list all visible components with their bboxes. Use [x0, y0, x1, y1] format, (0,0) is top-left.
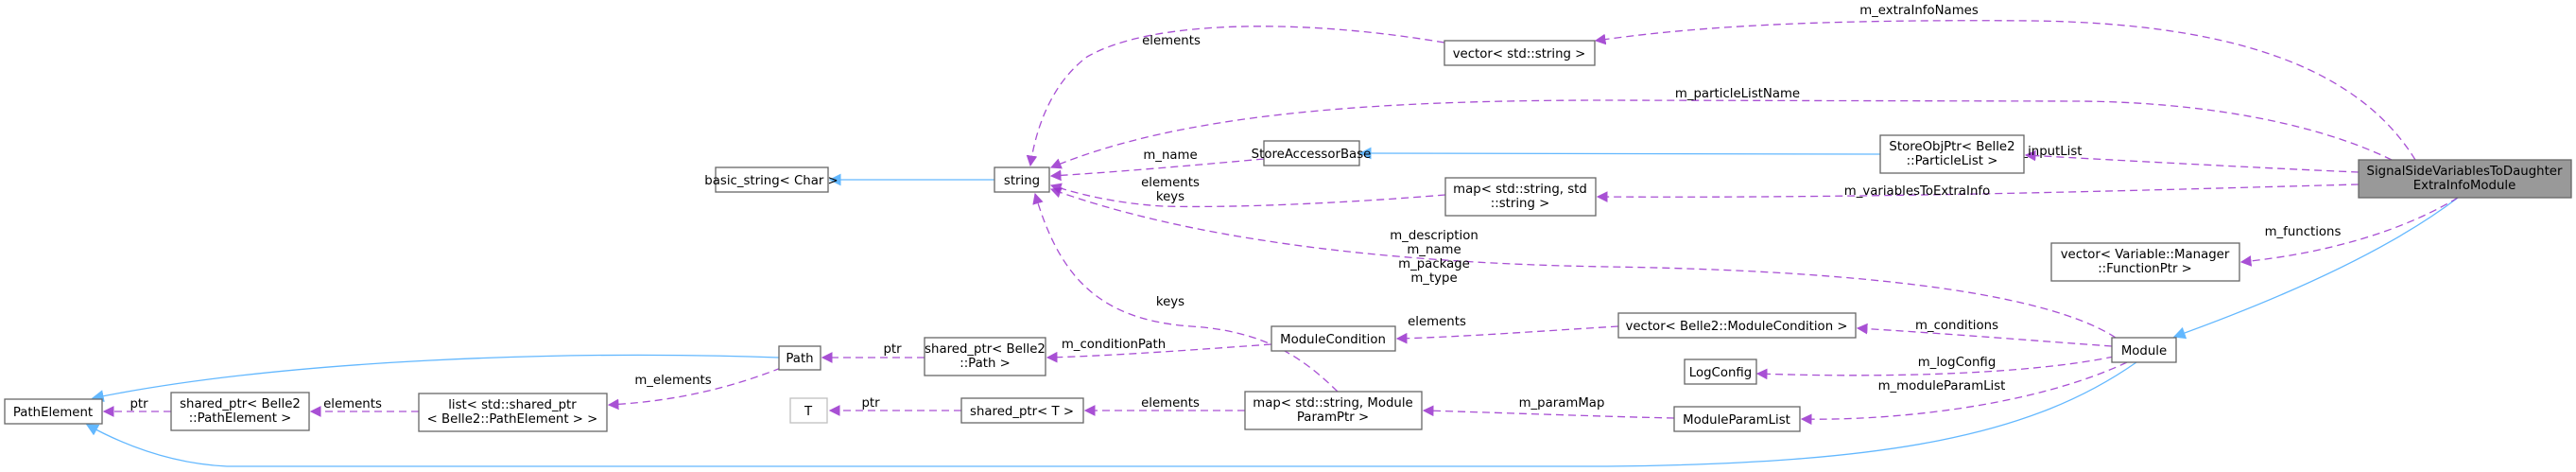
node-label: map< std::string, Module	[1253, 396, 1412, 411]
node-t[interactable]: T	[789, 397, 828, 424]
edge-focus-vector-string	[1594, 20, 2416, 161]
edge-path-list	[607, 367, 782, 411]
node-modulecondition[interactable]: ModuleCondition	[1271, 325, 1396, 352]
edge-map-string-string	[1049, 183, 1446, 208]
node-label: ParamPtr >	[1297, 411, 1369, 425]
node-label: < Belle2::PathElement > >	[427, 412, 598, 427]
label-map-keys: keys	[1156, 190, 1184, 204]
node-label: Path	[786, 352, 813, 366]
node-label: LogConfig	[1689, 366, 1752, 380]
label-path-ptr: ptr	[883, 342, 902, 357]
edge-focus-vector-functionptr	[2239, 197, 2459, 267]
label-m-logconfig: m_logConfig	[1918, 356, 1997, 370]
node-map-module-param[interactable]: map< std::string, Module ParamPtr >	[1244, 391, 1423, 430]
node-basic-string[interactable]: basic_string< Char >	[704, 166, 838, 193]
label-m-variablestoextrainfo: m_variablesToExtraInfo	[1844, 184, 1990, 199]
label-m-type: m_type	[1410, 271, 1457, 286]
edge-focus-module	[2172, 197, 2459, 340]
node-label: ::string >	[1491, 197, 1550, 211]
node-label: shared_ptr< Belle2	[180, 397, 301, 411]
node-storeobjptr[interactable]: StoreObjPtr< Belle2 ::ParticleList >	[1879, 134, 2025, 174]
label-vmc-elements: elements	[1408, 315, 1466, 329]
node-label: vector< Variable::Manager	[2061, 248, 2230, 262]
node-module[interactable]: Module	[2111, 337, 2177, 363]
node-label: list< std::shared_ptr	[448, 398, 577, 412]
node-label: Module	[2121, 344, 2167, 358]
label-module-m-name: m_name	[1407, 243, 1461, 257]
edge-storeobjptr-storeaccessorbase	[1358, 147, 1881, 160]
label-m-extrainfonames: m_extraInfoNames	[1859, 4, 1979, 18]
label-map-mp-elements: elements	[1141, 396, 1200, 411]
label-m-elements: m_elements	[634, 374, 711, 388]
label-m-parammap: m_paramMap	[1519, 396, 1605, 411]
node-path[interactable]: Path	[778, 345, 821, 371]
edge-vector-string-string	[1026, 26, 1445, 167]
node-shared-ptr-t[interactable]: shared_ptr< T >	[960, 397, 1084, 424]
node-label: shared_ptr< Belle2	[925, 342, 1046, 357]
node-string[interactable]: string	[994, 166, 1050, 193]
edge-focus-storeobjptr	[2024, 149, 2360, 173]
node-label: ::PathElement >	[189, 411, 292, 426]
label-keys: keys	[1156, 295, 1184, 309]
label-map-elements: elements	[1141, 176, 1200, 190]
label-m-particlelistname: m_particleListName	[1675, 87, 1800, 101]
node-label: StoreAccessorBase	[1252, 148, 1372, 162]
node-logconfig[interactable]: LogConfig	[1684, 358, 1757, 385]
node-label: T	[804, 405, 813, 419]
label-m-functions: m_functions	[2265, 225, 2342, 239]
label-t-ptr: ptr	[861, 396, 880, 411]
node-label: ::FunctionPtr >	[2098, 262, 2192, 276]
edge-path-pathelement	[91, 354, 780, 403]
node-shared-ptr-path[interactable]: shared_ptr< Belle2 ::Path >	[924, 337, 1046, 376]
node-vector-modulecondition[interactable]: vector< Belle2::ModuleCondition >	[1617, 312, 1857, 339]
node-map-string-string[interactable]: map< std::string, std ::string >	[1444, 177, 1597, 217]
node-label: shared_ptr< T >	[970, 405, 1074, 419]
node-label: SignalSideVariablesToDaughter	[2367, 165, 2563, 179]
node-label: string	[1004, 174, 1040, 188]
edge-module-string	[1049, 187, 2117, 339]
usage-edges	[102, 20, 2459, 426]
node-moduleparamlist[interactable]: ModuleParamList	[1673, 406, 1801, 432]
label-pe-ptr: ptr	[130, 397, 148, 411]
node-label: ModuleParamList	[1683, 413, 1790, 428]
label-list-elements: elements	[323, 397, 382, 411]
label-m-name: m_name	[1143, 149, 1197, 163]
node-label: ::Path >	[960, 357, 1011, 371]
node-pathelement[interactable]: PathElement	[4, 398, 103, 425]
node-label: ExtraInfoModule	[2413, 179, 2516, 193]
node-label: vector< std::string >	[1453, 47, 1586, 61]
label-m-conditions: m_conditions	[1915, 319, 1998, 333]
node-label: PathElement	[13, 406, 93, 420]
edge-modulecondition-shared-ptr-path	[1046, 343, 1272, 363]
node-label: basic_string< Char >	[704, 174, 838, 188]
edge-module-vector-modulecondition	[1856, 323, 2113, 347]
edge-focus-string-particlelistname	[1049, 99, 2393, 169]
label-m-conditionpath: m_conditionPath	[1062, 338, 1166, 352]
label-m-description: m_description	[1390, 229, 1478, 243]
node-label: vector< Belle2::ModuleCondition >	[1625, 320, 1847, 334]
node-shared-ptr-pathelement[interactable]: shared_ptr< Belle2 ::PathElement >	[170, 392, 310, 431]
label-m-moduleparamlist: m_moduleParamList	[1878, 379, 2006, 393]
label-m-inputlist: m_inputList	[2009, 145, 2082, 159]
node-list-shared-ptr[interactable]: list< std::shared_ptr < Belle2::PathElem…	[418, 393, 608, 432]
node-label: ::ParticleList >	[1907, 154, 1998, 168]
node-signalside-module[interactable]: SignalSideVariablesToDaughter ExtraInfoM…	[2358, 159, 2572, 199]
edge-moduleparamlist-map	[1422, 405, 1675, 419]
node-label: ModuleCondition	[1280, 333, 1386, 347]
edge-labels: m_extraInfoNames elements m_particleList…	[130, 4, 2341, 411]
edge-module-pathelement	[85, 361, 2137, 467]
node-vector-string[interactable]: vector< std::string >	[1444, 40, 1596, 66]
label-vector-string-elements: elements	[1142, 34, 1201, 48]
edge-module-moduleparamlist	[1800, 361, 2128, 426]
edge-vector-modulecondition-modulecondition	[1395, 325, 1619, 344]
edge-map-module-param-string	[1032, 192, 1339, 393]
edge-storeaccessorbase-string	[1049, 158, 1265, 182]
node-storeaccessorbase[interactable]: StoreAccessorBase	[1252, 140, 1372, 166]
inheritance-edges	[85, 147, 2459, 467]
node-label: map< std::string, std	[1453, 183, 1587, 197]
node-label: StoreObjPtr< Belle2	[1889, 140, 2014, 154]
node-vector-functionptr[interactable]: vector< Variable::Manager ::FunctionPtr …	[2050, 242, 2240, 282]
label-m-package: m_package	[1398, 257, 1470, 271]
